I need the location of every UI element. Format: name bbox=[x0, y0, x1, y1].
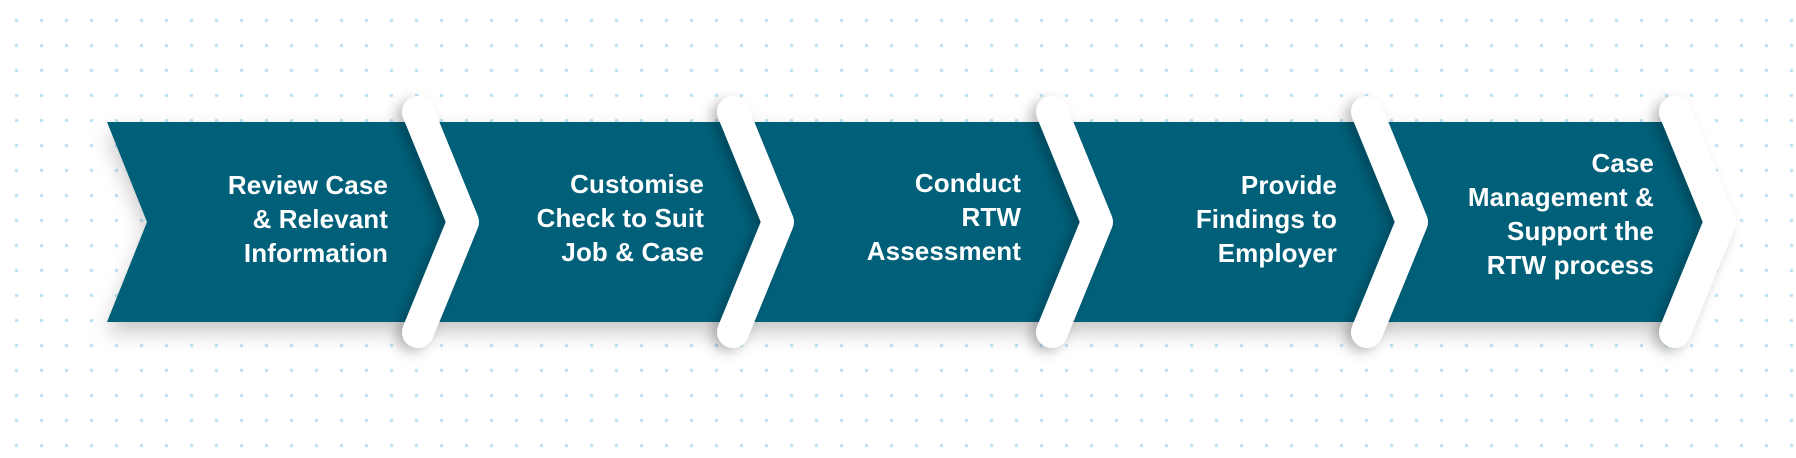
step-3-label: Conduct RTW Assessment bbox=[866, 168, 1021, 266]
separator-4 bbox=[1351, 96, 1428, 348]
step-2-label: Customise Check to Suit Job & Case bbox=[536, 169, 704, 267]
separator-2 bbox=[717, 96, 794, 348]
separator-5 bbox=[1659, 96, 1736, 348]
separator-3 bbox=[1036, 96, 1113, 348]
chevron-separators bbox=[402, 96, 1736, 348]
separator-1 bbox=[402, 96, 479, 348]
step-1-label: Review Case & Relevant Information bbox=[227, 170, 388, 268]
step-4-label: Provide Findings to Employer bbox=[1195, 170, 1337, 268]
chevron-band bbox=[107, 122, 1717, 322]
step-5-label: Case Management & Support the RTW proces… bbox=[1467, 148, 1654, 280]
